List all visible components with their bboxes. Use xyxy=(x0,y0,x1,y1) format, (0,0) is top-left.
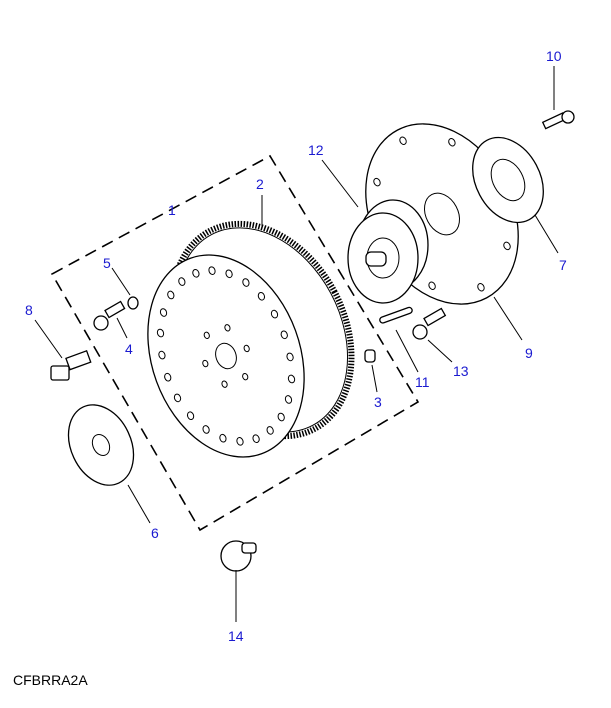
bolt-hole xyxy=(159,308,168,317)
bolt-hole xyxy=(173,393,182,403)
callout-4: 4 xyxy=(125,341,133,357)
bolt-4 xyxy=(93,300,126,331)
bolt-hole xyxy=(243,344,250,353)
callout-5: 5 xyxy=(103,255,111,271)
bolt-hole xyxy=(448,138,456,147)
bolt-hole xyxy=(202,359,209,368)
flywheel xyxy=(147,254,305,458)
dowel-11 xyxy=(379,306,413,324)
bolt-hole xyxy=(219,433,227,443)
callout-3: 3 xyxy=(374,394,382,410)
callout-8: 8 xyxy=(25,302,33,318)
reinforcing-plate xyxy=(472,136,544,224)
bolt-hole xyxy=(164,372,172,382)
bolt-hole xyxy=(270,309,279,319)
bolt-hole xyxy=(287,374,296,384)
bolt-hole xyxy=(277,412,285,422)
bolt-hole xyxy=(158,350,166,360)
bolt-hole xyxy=(373,177,381,187)
leader-lines xyxy=(34,66,559,622)
bolt-hole xyxy=(286,352,294,362)
bolt-hole xyxy=(266,426,274,435)
washer-5 xyxy=(127,296,139,310)
assembly-group-outline xyxy=(50,154,420,532)
bolt-hole xyxy=(252,434,260,443)
bolt-13 xyxy=(412,307,447,340)
bolt-hole xyxy=(257,291,266,301)
bolt-hole xyxy=(428,281,436,290)
bolt-hole xyxy=(225,269,233,279)
bolt-hole xyxy=(280,330,288,340)
bolt-hole xyxy=(167,290,175,300)
spacer-plate xyxy=(67,404,135,486)
bolt-hole xyxy=(203,331,210,340)
diagram-code: CFBRRA2A xyxy=(13,672,88,688)
callout-10: 10 xyxy=(546,48,562,64)
plug-14 xyxy=(220,540,257,572)
bolt-hole xyxy=(208,266,216,275)
dowel-3 xyxy=(364,349,376,363)
bolt-hole xyxy=(236,437,244,446)
callout-14: 14 xyxy=(228,628,244,644)
bolt-10 xyxy=(541,110,575,130)
callout-2: 2 xyxy=(256,176,264,192)
bolt-hole xyxy=(221,380,228,388)
bolt-hole xyxy=(477,283,485,292)
callout-7: 7 xyxy=(559,257,567,273)
bolt-hole xyxy=(178,277,186,286)
bolt-hole xyxy=(284,395,293,404)
bolt-hole xyxy=(186,411,195,421)
callout-6: 6 xyxy=(151,525,159,541)
bolt-hole xyxy=(224,324,231,332)
bolt-hole xyxy=(242,372,249,381)
bolt-hole xyxy=(192,269,200,278)
callout-1: 1 xyxy=(168,202,176,218)
callout-12: 12 xyxy=(308,142,324,158)
callout-11: 11 xyxy=(415,374,430,390)
crankshaft-adaptor xyxy=(347,199,429,304)
bolt-hole xyxy=(202,425,210,434)
bolt-hole xyxy=(156,328,165,338)
bolt-hole xyxy=(242,278,250,287)
callout-9: 9 xyxy=(525,345,533,361)
bolt-8 xyxy=(50,350,92,381)
bolt-hole xyxy=(399,136,407,145)
bolt-hole xyxy=(503,241,511,251)
callout-13: 13 xyxy=(453,363,469,379)
